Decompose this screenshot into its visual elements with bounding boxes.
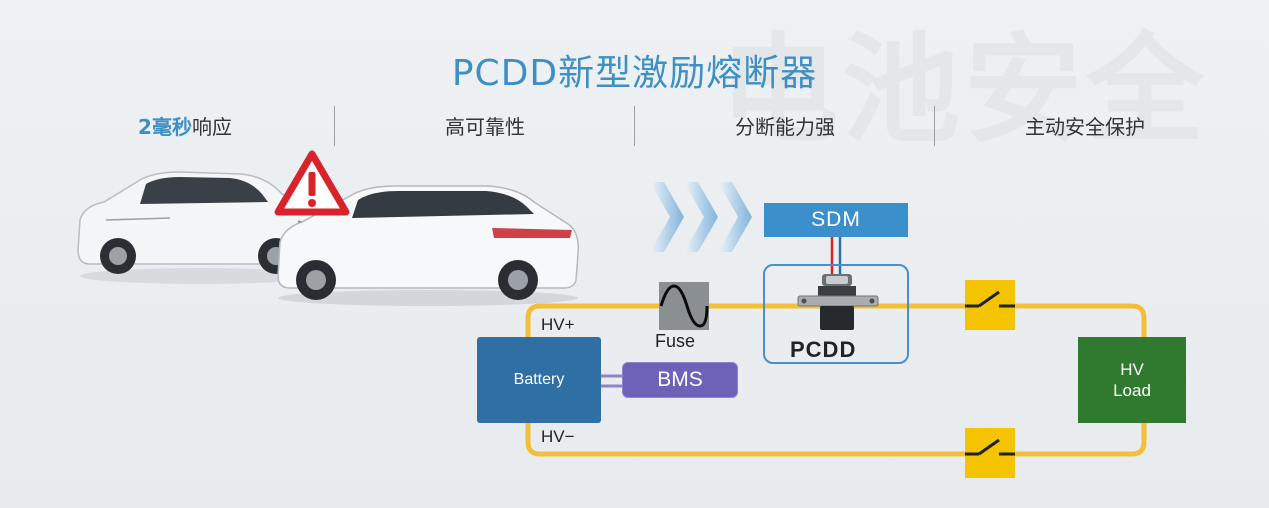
feature-label: 主动安全保护: [1025, 115, 1145, 139]
feature-divider: [934, 106, 935, 146]
page-title: PCDD新型激励熔断器: [451, 53, 818, 94]
bms-box: BMS: [622, 362, 738, 398]
sine-wave-icon: [659, 284, 709, 328]
feature-response-time: 2毫秒响应: [60, 112, 310, 142]
battery-box: Battery: [477, 337, 601, 423]
car-icon: [77, 171, 323, 284]
pcdd-device-icon: [797, 274, 879, 330]
background-watermark: 电池安全: [720, 21, 1209, 159]
switch-icon: [965, 438, 1015, 456]
switch-icon: [965, 290, 1015, 308]
warning-triangle-icon: [274, 150, 350, 216]
hv-load-line1: HV: [1120, 360, 1144, 379]
car-icon: [277, 185, 580, 306]
feature-highlight: 2毫秒: [138, 115, 192, 139]
pcdd-label: PCDD: [790, 337, 857, 362]
sdm-box: SDM: [764, 203, 908, 237]
hv-load-line2: Load: [1113, 381, 1151, 400]
pcdd-frame: [763, 264, 909, 364]
hv-load-box: HV Load: [1078, 337, 1186, 423]
feature-divider: [634, 106, 635, 146]
feature-label: 响应: [191, 115, 232, 139]
hv-minus-label: HV−: [541, 427, 575, 446]
chevron-arrows-icon: [650, 182, 752, 252]
feature-active-protection: 主动安全保护: [960, 112, 1210, 142]
feature-label: 高可靠性: [445, 115, 525, 139]
feature-label: 分断能力强: [735, 115, 835, 139]
hv-plus-label: HV+: [541, 315, 575, 334]
feature-reliability: 高可靠性: [360, 112, 610, 142]
fuse-label: Fuse: [655, 331, 696, 351]
feature-divider: [334, 106, 335, 146]
feature-breaking-capacity: 分断能力强: [660, 112, 910, 142]
